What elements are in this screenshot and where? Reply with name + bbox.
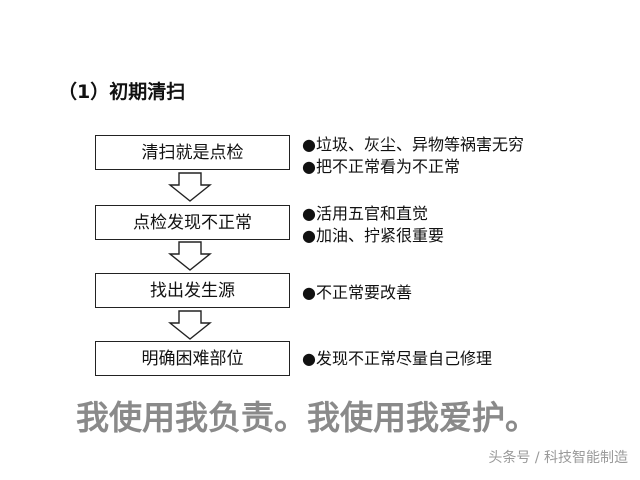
note-item: ●不正常要改善 [302, 283, 412, 302]
note-item: ●加油、拧紧很重要 [302, 226, 444, 245]
source-watermark: 头条号 / 科技智能制造 [488, 450, 628, 466]
step-4-notes: ●发现不正常尽量自己修理 [302, 348, 492, 370]
note-item: ●垃圾、灰尘、异物等祸害无穷 [302, 135, 524, 154]
flow-step-find-source: 找出发生源 [95, 273, 290, 308]
flow-step-cleaning-is-inspection: 清扫就是点检 [95, 135, 290, 170]
step-2-notes: ●活用五官和直觉 ●加油、拧紧很重要 [302, 203, 444, 247]
section-title: （1）初期清扫 [58, 81, 186, 103]
down-arrow-icon [168, 310, 212, 340]
down-arrow-icon [168, 241, 212, 271]
note-item: ●活用五官和直觉 [302, 204, 428, 223]
slogan-text: 我使用我负责。我使用我爱护。 [76, 398, 538, 437]
step-1-notes: ●垃圾、灰尘、异物等祸害无穷 ●把不正常看为不正常 [302, 134, 524, 178]
step-3-notes: ●不正常要改善 [302, 282, 412, 304]
note-item: ●把不正常看为不正常 [302, 157, 460, 176]
flow-step-identify-difficult-areas: 明确困难部位 [95, 341, 290, 376]
down-arrow-icon [168, 172, 212, 202]
note-item: ●发现不正常尽量自己修理 [302, 349, 492, 368]
flow-step-inspection-finds-abnormal: 点检发现不正常 [95, 205, 290, 240]
